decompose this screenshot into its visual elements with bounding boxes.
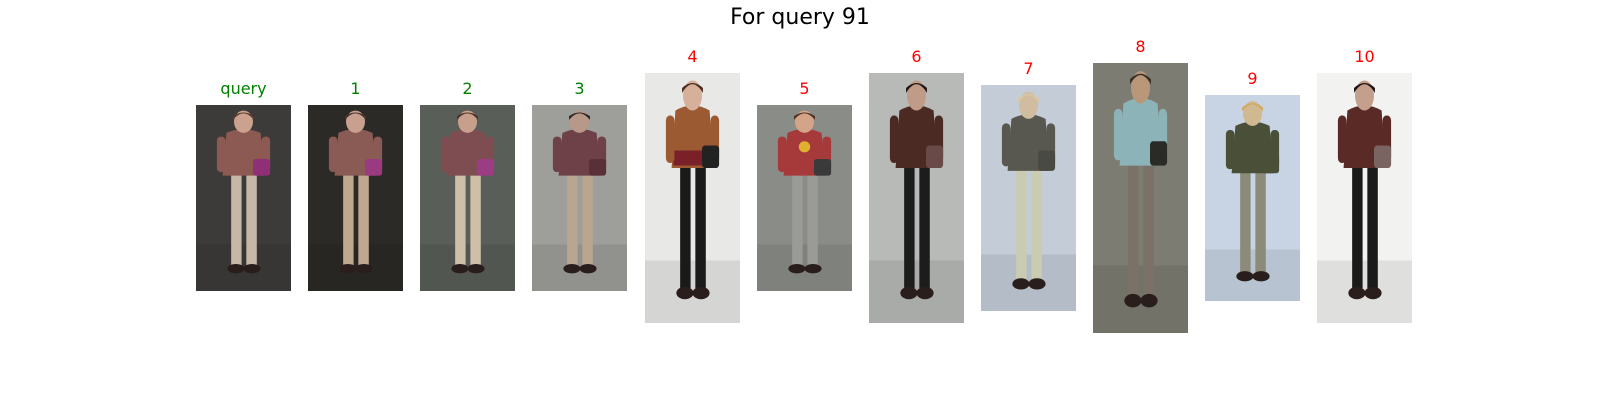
- person-photo-icon: [981, 85, 1076, 311]
- panel-label: 10: [1354, 47, 1375, 66]
- panel-label: 1: [350, 79, 361, 98]
- person-photo-icon: [757, 105, 852, 291]
- panel-label: 6: [911, 47, 922, 66]
- panel-label: 3: [574, 79, 585, 98]
- result-panel: 1: [308, 79, 403, 291]
- result-panel: 8: [1093, 37, 1188, 333]
- figure-title: For query 91: [730, 5, 870, 30]
- person-photo-icon: [1093, 63, 1188, 333]
- result-panel: 3: [532, 79, 627, 291]
- panel-label: 7: [1023, 59, 1034, 78]
- result-panel: 4: [645, 47, 740, 323]
- panel-label: 4: [687, 47, 698, 66]
- result-panel: 2: [420, 79, 515, 291]
- query-panel: query: [196, 79, 291, 291]
- result-panel: 7: [981, 59, 1076, 311]
- panel-label: query: [220, 79, 267, 98]
- result-panel: 9: [1205, 69, 1300, 301]
- person-photo-icon: [869, 73, 964, 323]
- person-photo-icon: [532, 105, 627, 291]
- person-photo-icon: [420, 105, 515, 291]
- person-photo-icon: [308, 105, 403, 291]
- person-photo-icon: [1205, 95, 1300, 301]
- result-panel: 10: [1317, 47, 1412, 323]
- result-panel: 6: [869, 47, 964, 323]
- panel-label: 2: [462, 79, 473, 98]
- panel-label: 5: [799, 79, 810, 98]
- panel-label: 9: [1247, 69, 1258, 88]
- result-panel: 5: [757, 79, 852, 291]
- panel-label: 8: [1135, 37, 1146, 56]
- person-photo-icon: [645, 73, 740, 323]
- person-photo-icon: [196, 105, 291, 291]
- person-photo-icon: [1317, 73, 1412, 323]
